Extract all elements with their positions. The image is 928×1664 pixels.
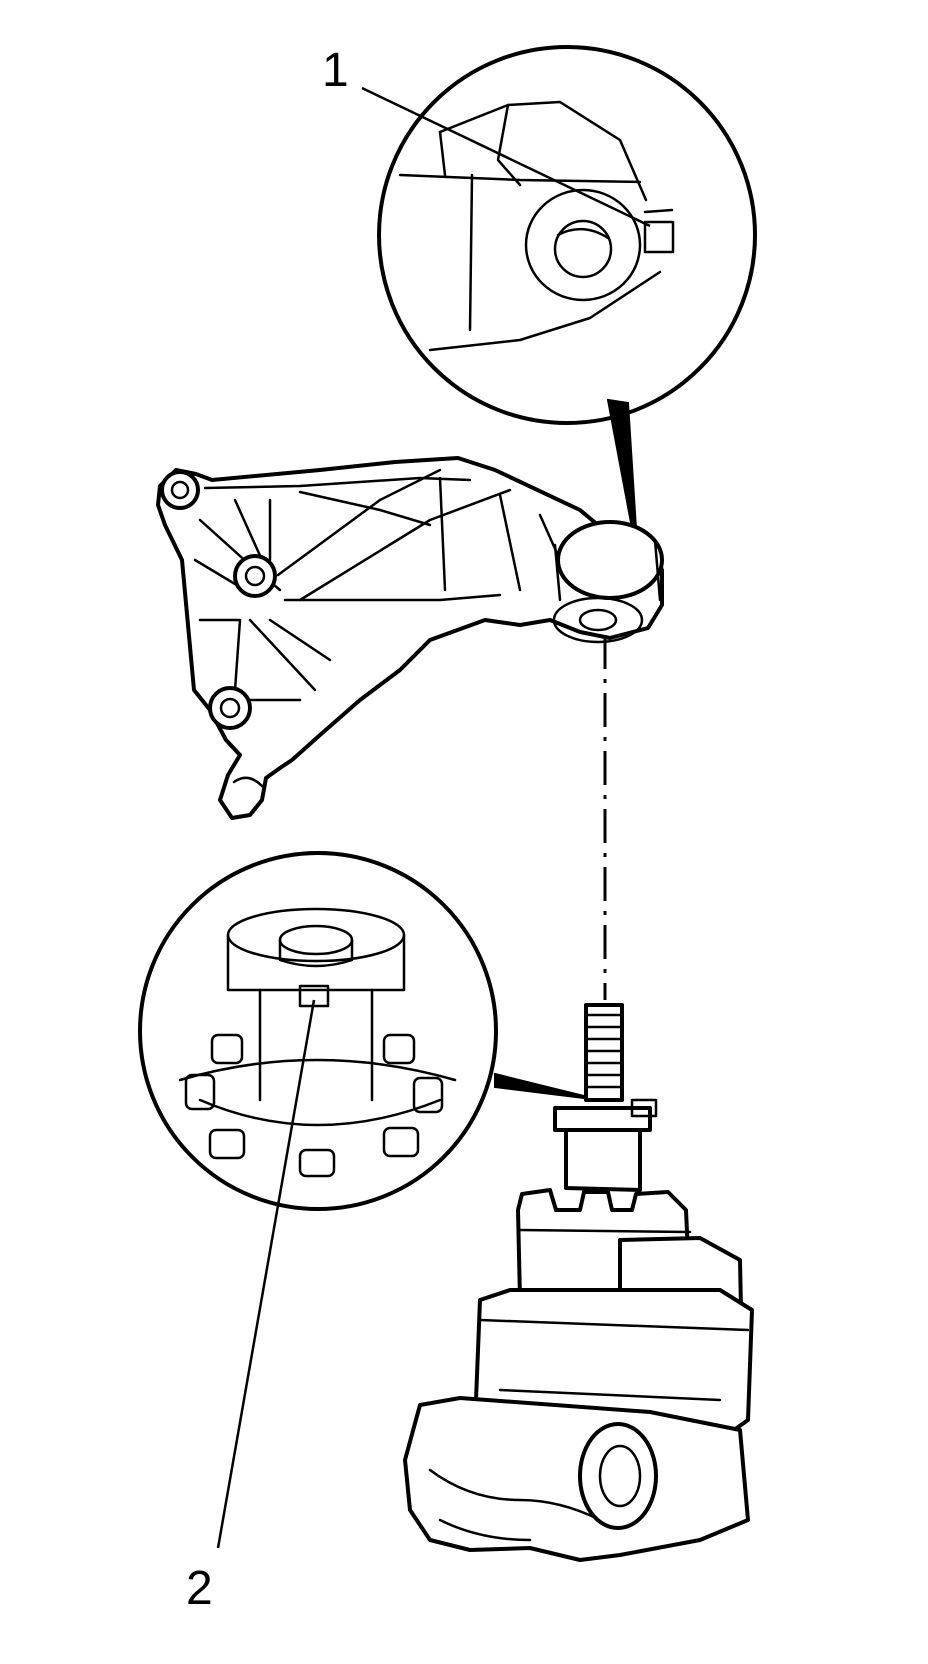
- callout-1-leader: [361, 86, 651, 228]
- upper-detail-circle: [377, 45, 757, 561]
- callout-leaders: [216, 86, 651, 1549]
- lower-detail-circle: [138, 851, 601, 1211]
- callout-2-label: 2: [186, 1562, 213, 1615]
- engine-mount: [403, 1128, 754, 1562]
- mount-stud: [553, 1003, 658, 1132]
- engine-mount-bracket: [156, 456, 664, 820]
- callout-1-label: 1: [322, 44, 349, 97]
- callout-2-leader: [216, 999, 316, 1549]
